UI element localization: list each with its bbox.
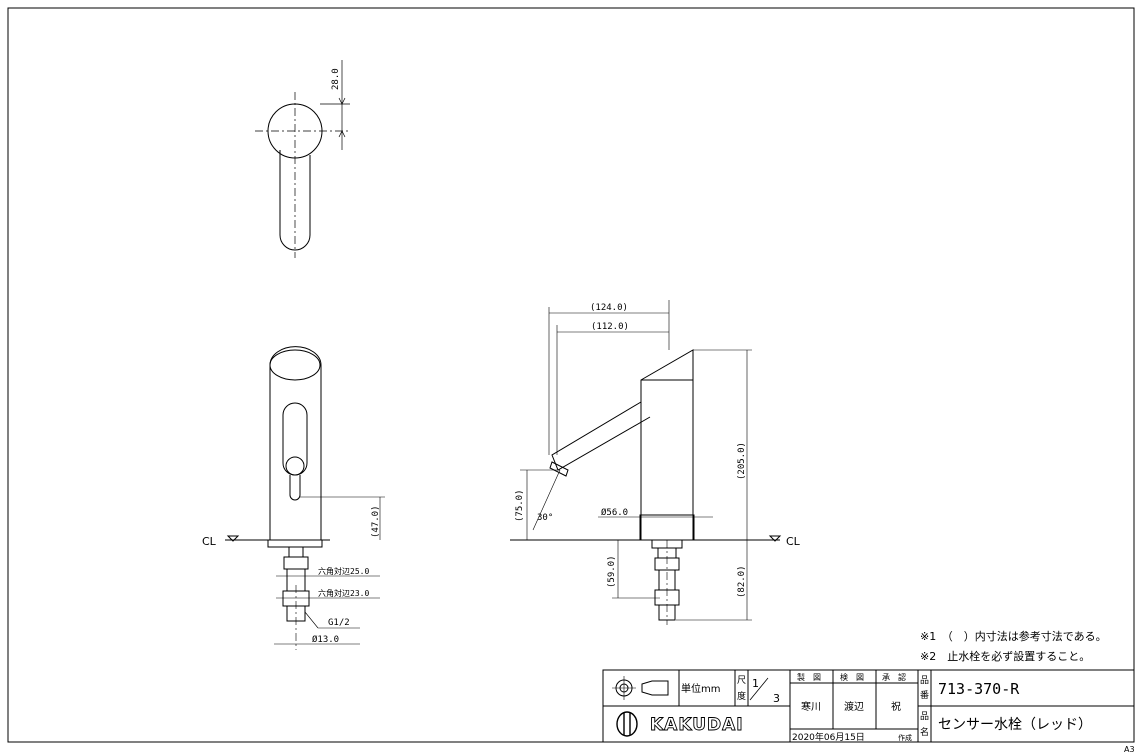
dim-124: (124.0) — [590, 303, 628, 313]
front-view — [510, 300, 782, 625]
title-block — [602, 669, 1135, 743]
dim-82: (82.0) — [737, 565, 747, 598]
approved-by-label: 承 認 — [882, 672, 906, 682]
front-view-spout — [551, 401, 651, 471]
dim-28: 28.0 — [331, 68, 341, 90]
drawn-by-label: 製 図 — [797, 672, 821, 682]
part-name: センサー水栓（レッド） — [938, 717, 1092, 733]
front-cl-label: CL — [786, 535, 801, 548]
date-suffix: 作成 — [898, 733, 912, 742]
side-view — [225, 346, 385, 650]
side-view-base — [267, 539, 323, 548]
brand-logo-text: KAKUDAI — [650, 715, 744, 735]
part-number: 713-370-R — [938, 680, 1020, 698]
part-no-label-2: 番 — [920, 689, 929, 701]
scale-label-1: 尺 — [737, 675, 746, 686]
dim-thread: G1/2 — [328, 618, 350, 628]
dim-59: (59.0) — [607, 555, 617, 588]
dim-hex25: 六角対辺25.0 — [318, 566, 369, 576]
part-name-label-2: 名 — [920, 726, 929, 738]
checked-by-label: 検 図 — [840, 672, 864, 682]
front-view-body — [640, 349, 694, 540]
side-cl-label: CL — [202, 535, 217, 548]
scale-denominator: 3 — [773, 692, 780, 705]
part-no-label-1: 品 — [920, 675, 929, 686]
dim-dia13: Ø13.0 — [312, 634, 339, 645]
top-view-body — [279, 150, 311, 251]
approved-by: 祝 — [891, 700, 901, 713]
checked-by: 渡辺 — [844, 700, 864, 713]
part-name-label-1: 品 — [920, 711, 929, 722]
sheet-size: A3 — [1124, 745, 1135, 754]
dim-47: (47.0) — [371, 505, 381, 538]
date: 2020年06月15日 — [792, 731, 865, 743]
kakudai-logo-icon — [616, 711, 638, 737]
dim-hex23: 六角対辺23.0 — [318, 588, 369, 598]
dim-205: (205.0) — [737, 442, 747, 480]
note-1: ※1 （ ）内寸法は参考寸法である。 — [920, 629, 1107, 643]
sheet-border — [7, 7, 1135, 743]
dim-dia56: Ø56.0 — [601, 507, 628, 518]
top-view — [255, 60, 350, 258]
third-angle-projection-icon — [612, 676, 669, 700]
drawn-by: 寒川 — [801, 700, 821, 713]
dim-angle: 30° — [537, 513, 553, 523]
dim-112: (112.0) — [591, 322, 629, 332]
note-2: ※2 止水栓を必ず設置すること。 — [920, 649, 1090, 663]
dim-75: (75.0) — [515, 489, 525, 522]
scale-label-2: 度 — [737, 690, 746, 702]
scale-numerator: 1 — [752, 677, 759, 690]
front-view-base — [639, 514, 695, 541]
unit-label: 単位mm — [681, 682, 720, 695]
